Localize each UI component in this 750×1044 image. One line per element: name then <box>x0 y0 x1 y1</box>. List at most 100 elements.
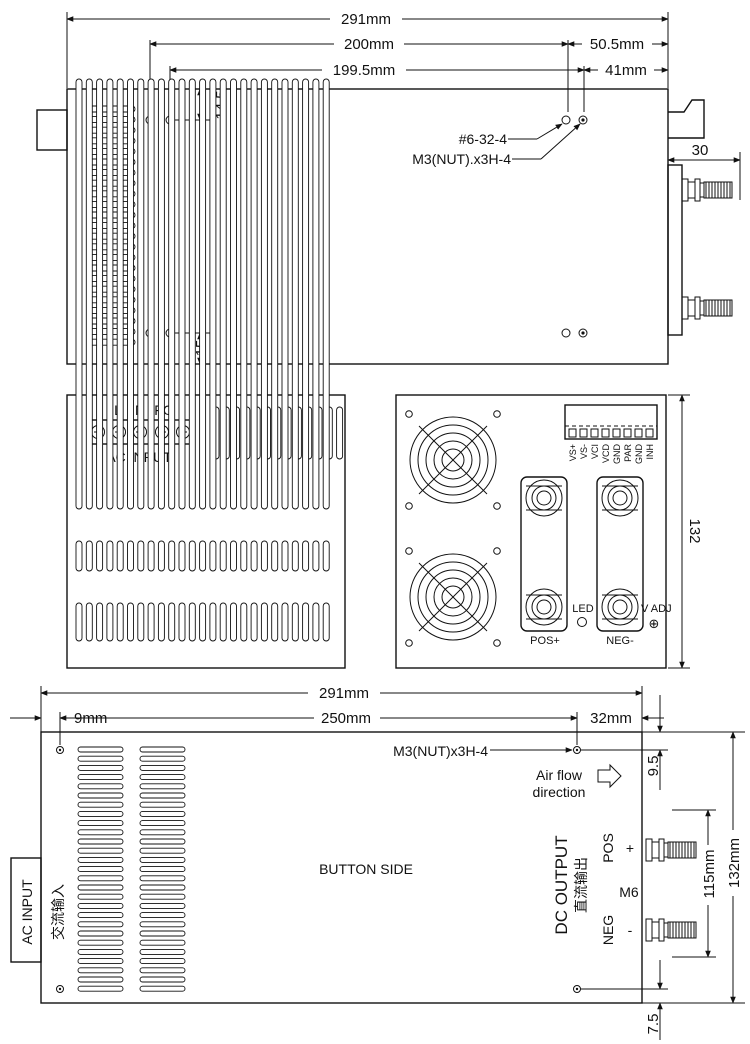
vent-slot <box>250 78 258 510</box>
vent-slot <box>137 78 145 510</box>
signal-pins <box>568 428 654 438</box>
vadj-potentiometer[interactable]: ⊕ <box>649 616 660 631</box>
stud-nut <box>645 918 653 942</box>
vent-slot <box>139 939 186 946</box>
signal-pin-label: INH <box>645 444 655 460</box>
vent-slot <box>336 406 344 460</box>
stud-nut <box>681 178 689 202</box>
signal-pin <box>579 428 588 438</box>
vent-slot <box>199 602 207 642</box>
output-lugs <box>525 479 639 626</box>
vent-slot <box>139 755 186 762</box>
vent-slot <box>250 540 258 572</box>
vent-slot <box>77 902 124 909</box>
cooling-fans <box>405 410 501 647</box>
vent-slot <box>139 930 186 937</box>
vent-slot <box>188 602 196 642</box>
vent-slot <box>271 78 279 510</box>
vent-slot <box>77 792 124 799</box>
vent-slot <box>291 602 299 642</box>
screw-label-m3-nut: M3(NUT).x3H-4 <box>412 151 511 167</box>
dim-bottom-overall: 291mm <box>319 685 369 702</box>
signal-pin <box>612 428 621 438</box>
output-lug <box>525 479 563 517</box>
dc-panel-body <box>395 394 667 669</box>
vent-slot <box>139 902 186 909</box>
vent-slot <box>127 602 134 642</box>
vent-slot <box>96 78 104 510</box>
vent-slot <box>178 78 186 510</box>
signal-pin-label: GND <box>634 444 644 465</box>
vent-slot <box>77 967 124 974</box>
vent-slot <box>312 602 320 642</box>
vent-slot <box>209 602 217 642</box>
vent-slot <box>96 602 104 642</box>
vent-slot <box>178 540 186 572</box>
dim-terminal-length: 30 <box>692 142 709 159</box>
vent-slot <box>240 602 248 642</box>
pos-terminal-bar <box>520 476 568 632</box>
vent-slot <box>139 866 186 873</box>
vent-slot <box>139 985 186 992</box>
pos-sign: + <box>626 840 634 856</box>
mount-hole <box>561 328 571 338</box>
vent-slot <box>260 78 268 510</box>
signal-pin-label: GND <box>612 444 622 465</box>
neg-terminal-label: NEG <box>600 915 616 945</box>
vent-slot <box>106 540 114 572</box>
vent-slot <box>127 540 134 572</box>
dim-center: 250mm <box>321 710 371 727</box>
vent-slot <box>168 78 176 510</box>
dim-right-margin: 32mm <box>590 710 632 727</box>
vent-slot <box>147 540 155 572</box>
dim-right-outer: 50.5mm <box>590 36 644 53</box>
vent-slot <box>127 78 134 510</box>
mount-hole <box>578 115 588 125</box>
bottom-side-label: BUTTON SIDE <box>319 861 413 877</box>
vent-slot <box>139 820 186 827</box>
fan-screw <box>493 639 501 647</box>
vent-slot <box>322 78 330 510</box>
ac-input-panel: L N FG AC INPUT <box>66 78 346 669</box>
vent-slot <box>77 939 124 946</box>
top-view-terminal-studs <box>681 178 733 320</box>
top-view-ac-inlet <box>36 109 68 151</box>
vent-slot <box>139 829 186 836</box>
vent-slot <box>240 540 248 572</box>
neg-terminal-bar <box>596 476 644 632</box>
vent-slot <box>85 602 93 642</box>
vent-slot <box>240 78 248 510</box>
dim-terminal-span: 115mm <box>701 850 718 899</box>
vent-slot <box>322 602 330 642</box>
vent-slot <box>77 912 124 919</box>
vent-slot <box>139 893 186 900</box>
vent-slot <box>77 847 124 854</box>
dc-output-label: DC OUTPUT <box>552 835 571 934</box>
dim-left-margin: 9mm <box>74 710 107 727</box>
vent-slot <box>77 893 124 900</box>
vent-slot <box>96 540 104 572</box>
vent-slot <box>219 602 227 642</box>
vent-slot <box>139 764 186 771</box>
vent-slot <box>77 866 124 873</box>
vent-slot <box>77 838 124 845</box>
vent-slot <box>281 540 289 572</box>
dc-output-cn-label: 直流输出 <box>573 857 589 913</box>
vent-slot <box>302 602 310 642</box>
dim-bottom-margin: 7.5 <box>645 1014 662 1035</box>
vent-slot <box>230 602 237 642</box>
signal-pin-label: VCI <box>590 444 600 459</box>
vent-slot <box>139 921 186 928</box>
top-view-terminal-plate <box>667 164 683 336</box>
vent-slot <box>77 820 124 827</box>
vent-slot <box>271 540 279 572</box>
ac-panel-vents <box>75 78 344 642</box>
vent-slot <box>250 602 258 642</box>
vent-slot <box>230 540 237 572</box>
mount-hole <box>56 746 64 754</box>
neg-sign: - <box>628 922 633 938</box>
vent-slot <box>116 540 124 572</box>
vent-slot <box>77 958 124 965</box>
fan-guard-icon <box>409 416 497 504</box>
